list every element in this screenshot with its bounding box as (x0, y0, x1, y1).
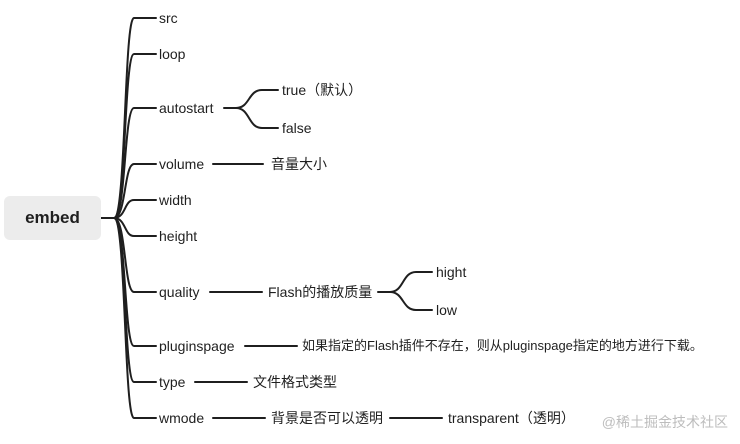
node-src[interactable]: src (159, 10, 178, 26)
watermark: @稀土掘金技术社区 (601, 414, 728, 430)
node-quality-low[interactable]: low (436, 302, 458, 318)
node-wmode-transparent[interactable]: transparent（透明） (448, 410, 575, 426)
edge-flash-low (389, 291, 433, 311)
node-autostart[interactable]: autostart (159, 100, 214, 116)
node-width[interactable]: width (159, 192, 192, 208)
root-node-embed[interactable]: embed (4, 196, 101, 240)
edge-root-volume (113, 163, 157, 219)
node-quality-desc[interactable]: Flash的播放质量 (268, 284, 373, 300)
edge-root-autostart (113, 107, 157, 219)
edge-flash-hight (389, 271, 433, 293)
node-type[interactable]: type (159, 374, 186, 390)
node-pluginspage-desc[interactable]: 如果指定的Flash插件不存在，则从pluginspage指定的地方进行下载。 (302, 338, 703, 353)
node-quality-hight[interactable]: hight (436, 264, 467, 280)
node-pluginspage[interactable]: pluginspage (159, 338, 235, 354)
edge-root-width (113, 199, 157, 219)
node-autostart-false[interactable]: false (282, 120, 312, 136)
node-wmode-desc[interactable]: 背景是否可以透明 (271, 410, 383, 426)
node-type-desc[interactable]: 文件格式类型 (253, 374, 337, 390)
node-volume[interactable]: volume (159, 156, 205, 172)
node-loop[interactable]: loop (159, 46, 186, 62)
node-autostart-true[interactable]: true（默认） (282, 82, 363, 98)
node-wmode[interactable]: wmode (159, 410, 205, 426)
node-volume-desc[interactable]: 音量大小 (271, 156, 327, 172)
edge-root-loop (113, 53, 157, 219)
edge-autostart-true (235, 89, 279, 109)
edge-autostart-false (235, 107, 279, 129)
edge-root-wmode (113, 217, 157, 419)
node-height[interactable]: height (159, 228, 198, 244)
node-quality[interactable]: quality (159, 284, 200, 300)
